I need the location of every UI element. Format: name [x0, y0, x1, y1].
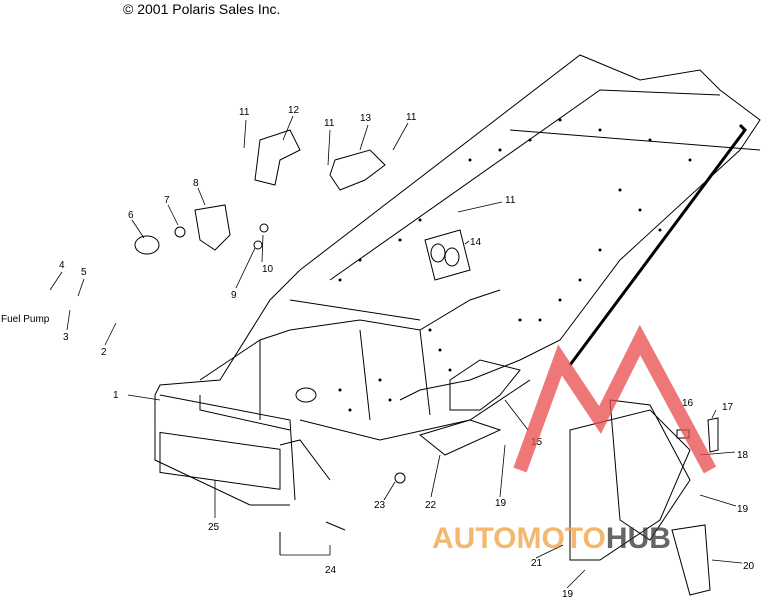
callout-16: 16: [682, 398, 694, 409]
callout-4: 4: [59, 260, 65, 271]
callout-25: 25: [208, 522, 220, 533]
callout-19-b: 19: [737, 504, 749, 515]
callout-11-d: 11: [505, 195, 516, 206]
callout-11-a: 11: [239, 107, 250, 118]
watermark: AUTOMOTOHUB: [432, 324, 717, 555]
callout-24: 24: [325, 565, 337, 576]
callout-21: 21: [531, 558, 543, 569]
callout-19-a: 19: [495, 498, 507, 509]
callout-19-c: 19: [562, 589, 574, 600]
fuel-pump-label: Fuel Pump: [1, 314, 50, 325]
callout-22: 22: [425, 500, 437, 511]
part-9-bolt: [253, 240, 263, 250]
chassis-frame: [154, 54, 761, 506]
callout-12: 12: [288, 105, 300, 116]
watermark-part1: AUTOMOTO: [432, 522, 606, 555]
callout-13: 13: [360, 113, 372, 124]
callout-6: 6: [128, 210, 134, 221]
watermark-text: AUTOMOTOHUB: [432, 522, 671, 555]
part-14-plate: [424, 229, 471, 281]
callout-8: 8: [193, 178, 199, 189]
parts: [134, 129, 719, 596]
part-23-plug: [394, 472, 406, 484]
copyright-text: © 2001 Polaris Sales Inc.: [123, 1, 280, 17]
callout-11-c: 11: [406, 112, 417, 123]
callout-1: 1: [113, 390, 119, 401]
part-13-bracket: [329, 149, 386, 191]
callout-11-b: 11: [324, 118, 335, 129]
callout-10: 10: [262, 264, 274, 275]
part-8-mount: [194, 204, 231, 251]
callout-3: 3: [63, 332, 69, 343]
callout-23: 23: [374, 500, 386, 511]
leader-lines: [49, 115, 743, 589]
part-12-bracket: [254, 129, 301, 186]
watermark-logo-icon: [513, 324, 717, 474]
part-20-guard: [569, 409, 691, 561]
part-14-hole-a: [430, 243, 446, 263]
part-18-guard: [609, 399, 691, 541]
callout-5: 5: [81, 267, 87, 278]
callout-9: 9: [231, 290, 237, 301]
part-22-shield: [418, 419, 502, 456]
callout-labels: 1 2 3 4 5 6 7 8 9 10 11 11 11 11 12 13 1…: [59, 105, 755, 600]
callout-7: 7: [164, 195, 170, 206]
callout-2: 2: [101, 347, 107, 358]
part-24-fasteners: [279, 521, 346, 555]
part-10-bolt: [259, 223, 269, 233]
part-7-bushing: [174, 226, 186, 238]
callout-18: 18: [737, 450, 749, 461]
callout-17: 17: [722, 402, 734, 413]
callout-14: 14: [470, 237, 482, 248]
part-20-panel: [671, 524, 711, 596]
part-17-clip: [707, 417, 719, 453]
part-14-hole-b: [444, 247, 460, 267]
part-6-grommet: [134, 235, 160, 255]
watermark-part2: HUB: [606, 522, 671, 555]
callout-20: 20: [743, 561, 755, 572]
frame-holes: [338, 118, 692, 412]
